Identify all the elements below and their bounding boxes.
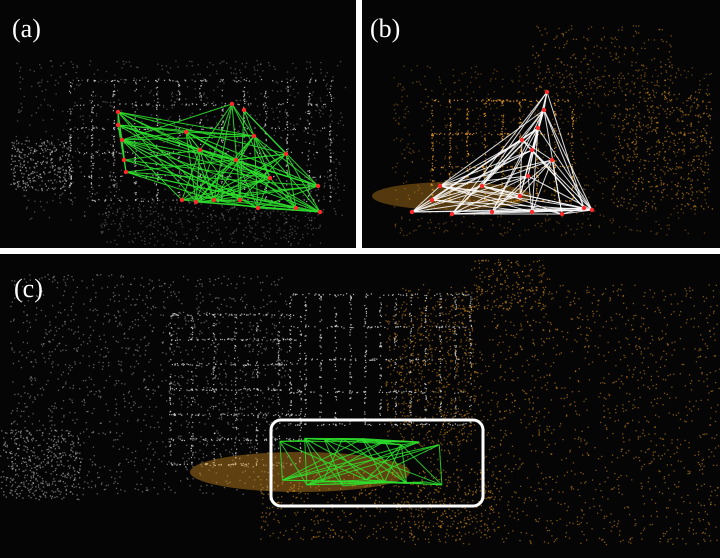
- highlight-box: [269, 418, 485, 508]
- point-cloud-a-image: [10, 60, 347, 247]
- point-cloud-b-image: [372, 25, 714, 237]
- panel-c: (c): [0, 254, 720, 558]
- panel-label-b: (b): [370, 14, 401, 43]
- panel-label-c: (c): [14, 274, 43, 303]
- panel-a: (a): [0, 0, 356, 248]
- merged-point-cloud-image: [0, 259, 720, 546]
- panel-label-a: (a): [12, 14, 41, 43]
- panel-b: (b): [362, 0, 720, 248]
